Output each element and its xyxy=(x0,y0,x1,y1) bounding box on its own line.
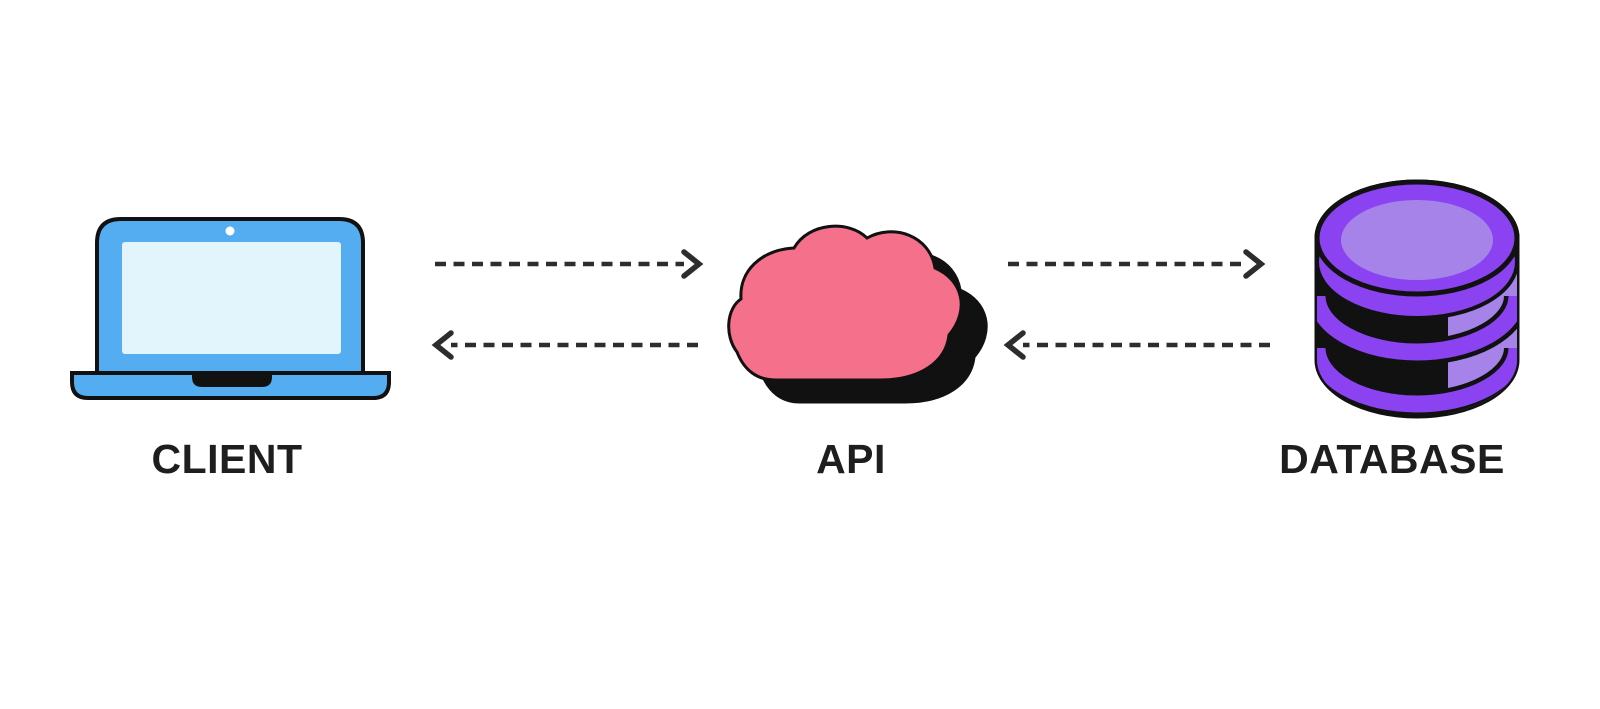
arrow-client-to-api xyxy=(435,249,704,279)
laptop-notch xyxy=(192,373,272,387)
laptop-camera-icon xyxy=(225,226,235,236)
database-band-2 xyxy=(1317,348,1517,416)
laptop-icon xyxy=(70,217,391,400)
database-node-label: DATABASE xyxy=(1279,436,1505,482)
arrow-database-to-api xyxy=(1003,330,1270,360)
cloud-icon xyxy=(727,224,988,404)
api-node-label: API xyxy=(816,436,886,482)
arrow-api-to-client xyxy=(431,330,698,360)
database-icon xyxy=(1314,179,1520,419)
client-node-label: CLIENT xyxy=(151,436,303,482)
cloud-body xyxy=(727,224,963,382)
laptop-screen xyxy=(122,242,341,354)
database-band-1 xyxy=(1317,296,1517,365)
arrow-api-to-database xyxy=(1008,249,1266,279)
database-top-inner xyxy=(1341,200,1493,280)
